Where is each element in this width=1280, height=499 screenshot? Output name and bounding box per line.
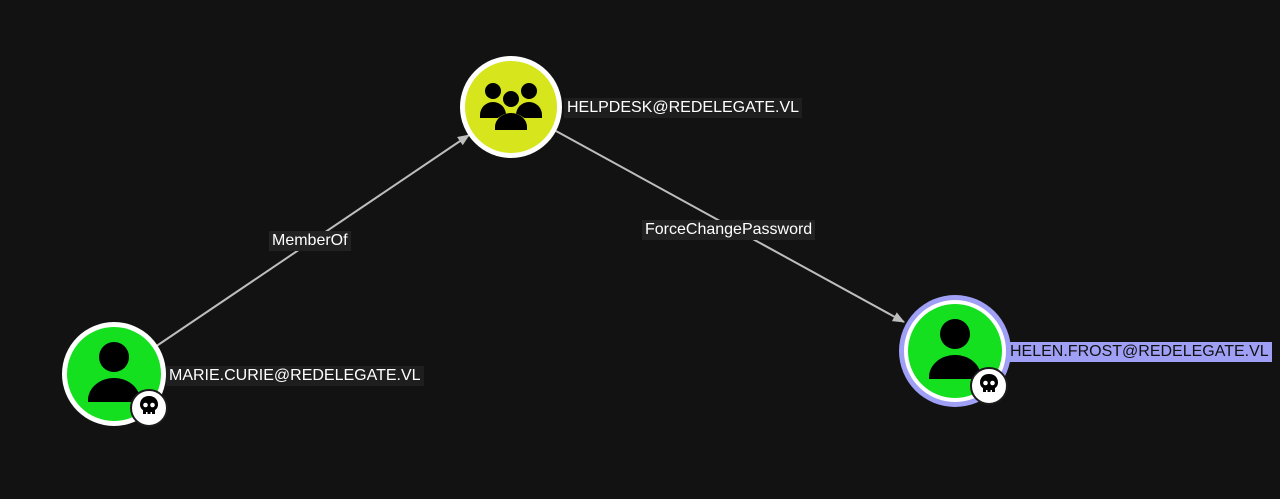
edge-label-memberof[interactable]: MemberOf [269, 231, 351, 251]
skull-icon [137, 394, 161, 423]
edge-label-forcechangepassword[interactable]: ForceChangePassword [642, 220, 816, 240]
node-marie-curie[interactable] [62, 322, 166, 426]
group-icon [478, 77, 544, 138]
node-label-marie-curie: MARIE.CURIE@REDELEGATE.VL [166, 366, 424, 386]
node-helpdesk[interactable] [460, 56, 562, 158]
node-helpdesk-circle [465, 61, 557, 153]
user-icon [84, 340, 144, 409]
skull-icon [977, 372, 1001, 401]
skull-badge-marie-curie [130, 389, 168, 427]
node-label-helpdesk: HELPDESK@REDELEGATE.VL [564, 98, 803, 118]
skull-badge-helen-frost [970, 367, 1008, 405]
user-icon [925, 317, 985, 386]
node-label-helen-frost: HELEN.FROST@REDELEGATE.VL [1007, 342, 1272, 362]
